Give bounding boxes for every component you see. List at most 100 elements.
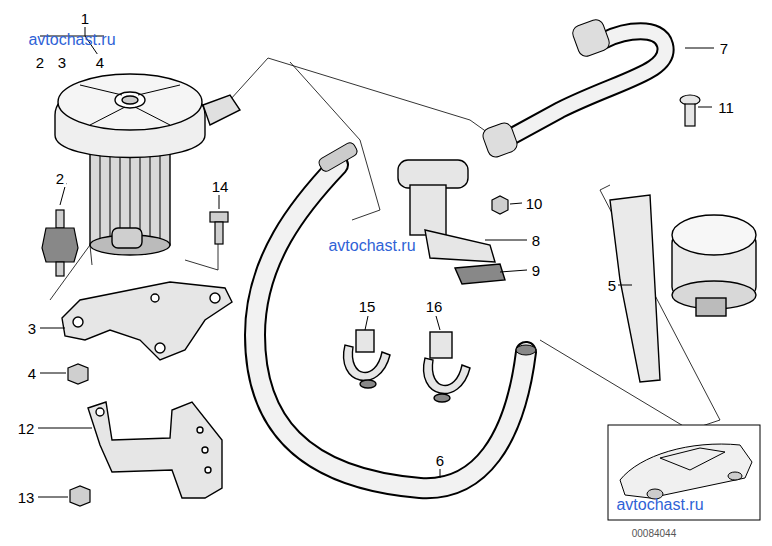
callout-number: 5: [606, 277, 618, 294]
air-pump: [203, 95, 240, 125]
pump-bracket: [62, 282, 232, 360]
watermark: avtochast.ru: [326, 237, 417, 255]
hose-clip: [430, 332, 452, 358]
pump-bracket: [62, 282, 232, 360]
leader-line: [38, 497, 68, 498]
callout-number: 3: [26, 320, 38, 337]
callout-number: 4: [94, 54, 106, 71]
support-bracket: [197, 427, 203, 433]
callout-number: 6: [434, 452, 446, 469]
leader-line: [698, 107, 712, 108]
callout-number: 11: [716, 99, 736, 116]
callout-number: 16: [424, 298, 445, 315]
expansion-rivet: [680, 95, 700, 126]
bolt: [210, 212, 228, 244]
bolt: [210, 212, 228, 222]
check-valve: [398, 160, 468, 188]
check-valve: [455, 264, 505, 284]
air-hose: [570, 17, 611, 58]
air-pump: [135, 107, 170, 125]
air-pump: [58, 74, 202, 130]
rubber-mount: [42, 228, 78, 262]
air-hose: [516, 345, 536, 355]
vehicle-thumbnail: [660, 448, 725, 470]
callout-number: 7: [718, 40, 730, 57]
connection-line: [230, 58, 498, 140]
leader-line: [40, 328, 65, 329]
air-pump: [80, 85, 122, 95]
nut: [492, 196, 508, 214]
support-bracket: [202, 447, 208, 453]
leader-line: [618, 285, 632, 286]
leader-line: [219, 195, 220, 209]
support-bracket: [88, 402, 222, 498]
check-valve: [425, 230, 495, 262]
callout-number: 4: [26, 365, 38, 382]
connection-line: [185, 240, 218, 270]
watermark: avtochast.ru: [614, 496, 705, 514]
support-bracket: [96, 408, 104, 416]
watermark: avtochast.ru: [26, 31, 117, 49]
air-hose: [255, 165, 526, 488]
check-valve: [398, 160, 505, 284]
air-hose: [255, 141, 536, 488]
vehicle-thumbnail: [728, 472, 742, 480]
pump-bracket: [155, 343, 165, 353]
expansion-rivet: [685, 104, 695, 126]
leader-line: [685, 48, 714, 49]
callout-number: 1: [79, 10, 91, 27]
callout-number: 8: [530, 232, 542, 249]
air-pump: [90, 107, 125, 125]
nut: [68, 364, 88, 384]
callout-number: 2: [34, 54, 46, 71]
hose-clip: [424, 358, 470, 393]
callout-number: 15: [357, 298, 378, 315]
air-filter: [696, 298, 726, 316]
leader-line: [38, 428, 92, 429]
rubber-mount: [56, 210, 64, 228]
flange-nut: [70, 486, 90, 506]
check-valve: [410, 185, 446, 235]
air-hose: [317, 141, 359, 173]
leader-line: [485, 240, 527, 241]
flange-nut: [70, 486, 90, 506]
leader-line: [38, 48, 714, 497]
callout-number: 9: [530, 262, 542, 279]
rubber-mount: [42, 210, 78, 276]
pump-bracket: [210, 293, 220, 303]
air-filter: [610, 195, 756, 382]
pump-bracket: [73, 317, 83, 327]
nut: [492, 196, 508, 214]
air-pump: [138, 85, 180, 95]
vehicle-thumbnail: [608, 425, 760, 520]
callout-number: 10: [524, 195, 545, 212]
air-hose: [481, 17, 666, 159]
hose-clip: [356, 330, 374, 352]
leader-line: [436, 316, 440, 330]
callout-number: 3: [56, 54, 68, 71]
callout-number: 13: [16, 489, 37, 506]
vehicle-thumbnail: [608, 425, 760, 520]
leader-line: [365, 316, 368, 330]
callout-number: 14: [210, 178, 231, 195]
hose-clip: [344, 330, 470, 402]
air-pump: [112, 228, 142, 248]
hose-clip: [434, 394, 450, 402]
air-hose: [255, 165, 526, 488]
connection-line: [50, 58, 720, 430]
leader-line: [510, 203, 522, 204]
drawing-number: 00084044: [630, 528, 679, 540]
rubber-mount: [56, 262, 64, 276]
vehicle-thumbnail: [620, 444, 752, 498]
nut: [68, 364, 88, 384]
pump-bracket: [151, 294, 159, 302]
hose-clip: [360, 380, 376, 388]
callout-number: 2: [54, 170, 66, 187]
callout-number: 12: [16, 420, 37, 437]
support-bracket: [88, 402, 222, 498]
leader-line: [500, 270, 527, 272]
leader-line: [40, 373, 66, 374]
air-pump: [55, 74, 240, 255]
